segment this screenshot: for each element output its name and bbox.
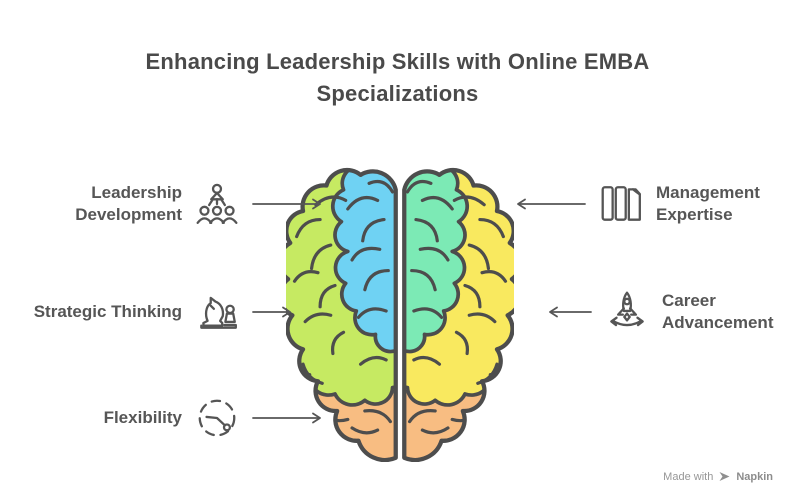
- team-leadership-icon: [196, 183, 238, 224]
- item-leadership-development: Leadership Development: [40, 174, 322, 234]
- page-title: Enhancing Leadership Skills with Online …: [145, 49, 650, 106]
- rocket-launch-icon: [610, 291, 644, 327]
- napkin-watermark[interactable]: Made with Napkin: [663, 470, 773, 483]
- item-label: Career Advancement: [662, 290, 774, 332]
- arrow-right: [252, 412, 321, 424]
- chess-strategy-icon: [200, 296, 237, 329]
- watermark-prefix: Made with: [663, 470, 714, 483]
- books-icon: [601, 186, 641, 221]
- item-label: Strategic Thinking: [33, 301, 182, 321]
- item-label: Management Expertise: [656, 182, 760, 224]
- item-strategic-thinking: Strategic Thinking: [14, 282, 292, 342]
- item-flexibility: Flexibility: [40, 388, 322, 448]
- arrow-right: [252, 306, 291, 318]
- watermark-brand: Napkin: [736, 470, 773, 483]
- item-label: Leadership Development: [75, 182, 182, 224]
- arrow-right: [252, 198, 321, 210]
- flexible-clock-icon: [198, 399, 236, 437]
- arrow-left: [549, 306, 592, 318]
- item-management-expertise: Management Expertise: [512, 174, 774, 234]
- napkin-logo-icon: [719, 472, 730, 481]
- item-label: Flexibility: [103, 407, 182, 427]
- item-career-advancement: Career Advancement: [544, 282, 788, 342]
- brain-right-hemisphere: [395, 162, 514, 460]
- arrow-left: [517, 198, 586, 210]
